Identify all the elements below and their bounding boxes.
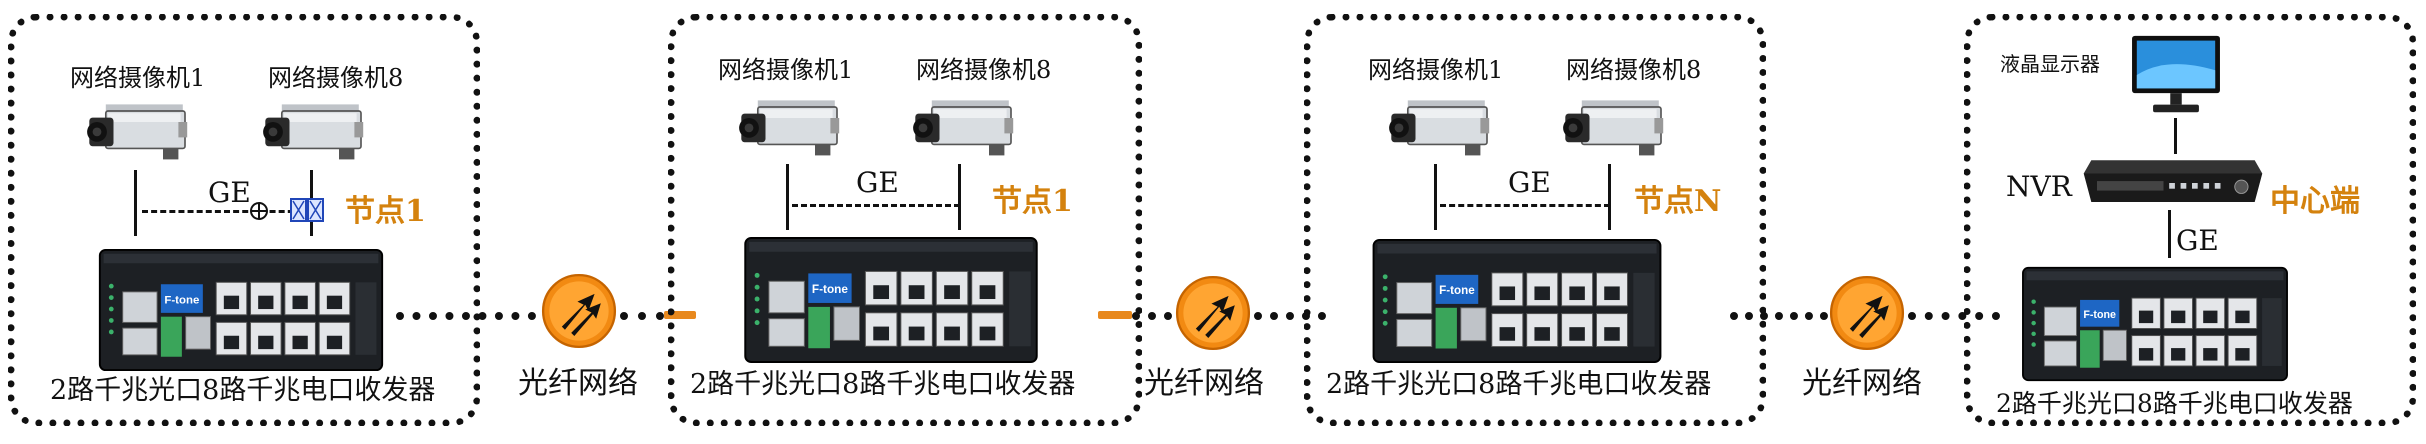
monitor-label: 液晶显示器	[2000, 52, 2100, 76]
port-icon	[290, 198, 324, 222]
device-label: 2路千兆光口8路千兆电口收发器	[1996, 389, 2353, 418]
network-label: 光纤网络	[518, 366, 638, 401]
node-tag: 节点N	[1634, 184, 1722, 219]
fiber-network-icon	[1828, 274, 1906, 352]
ge-label: GE	[208, 176, 251, 209]
fiber-switch-icon	[1364, 238, 1670, 364]
monitor-cable	[2174, 118, 2177, 154]
fiber-link	[620, 312, 664, 320]
fiber-link	[1908, 312, 2000, 320]
fiber-network-icon	[540, 272, 618, 350]
nvr-cable	[2168, 210, 2171, 258]
camera-8-label: 网络摄像机8	[268, 64, 404, 92]
network-label: 光纤网络	[1144, 366, 1264, 401]
monitor-icon	[2128, 32, 2224, 118]
camera-8-label: 网络摄像机8	[1566, 56, 1702, 84]
fiber-switch-icon	[88, 248, 394, 372]
device-label: 2路千兆光口8路千兆电口收发器	[50, 375, 436, 406]
camera-icon	[912, 96, 1022, 162]
camera-icon	[738, 96, 848, 162]
camera-1-label: 网络摄像机1	[70, 64, 206, 92]
node-1-frame	[8, 14, 480, 426]
camera-1-cable	[134, 170, 137, 236]
camera-1-label: 网络摄像机1	[718, 56, 854, 84]
node-n-frame	[1304, 14, 1766, 426]
camera-icon	[1562, 96, 1672, 162]
camera-icon	[262, 100, 372, 166]
ge-link	[1440, 204, 1610, 207]
ge-label: GE	[1508, 166, 1551, 199]
ge-label: GE	[856, 166, 899, 199]
fiber-link	[1132, 312, 1172, 320]
fiber-switch-icon	[736, 236, 1046, 364]
connector-icon	[250, 202, 268, 220]
device-label: 2路千兆光口8路千兆电口收发器	[1326, 369, 1712, 400]
nvr-label: NVR	[2006, 170, 2072, 203]
ge-label: GE	[2176, 224, 2219, 257]
camera-8-cable	[958, 164, 961, 230]
network-label: 光纤网络	[1802, 366, 1922, 401]
fiber-link	[1254, 312, 1326, 320]
camera-8-cable	[1608, 164, 1611, 230]
center-tag: 中心端	[2270, 184, 2360, 219]
fiber-link	[396, 312, 536, 320]
camera-icon	[86, 100, 196, 166]
center-frame	[1964, 14, 2416, 426]
camera-1-cable	[786, 164, 789, 230]
fiber-link	[1730, 312, 1828, 320]
fiber-switch-icon	[2002, 266, 2308, 382]
node-tag: 节点1	[345, 194, 426, 229]
fiber-link-end	[664, 311, 696, 319]
fiber-network-icon	[1174, 274, 1252, 352]
fiber-link-start	[1098, 311, 1132, 319]
node-2-frame	[668, 14, 1142, 426]
camera-1-label: 网络摄像机1	[1368, 56, 1504, 84]
node-tag: 节点1	[992, 184, 1073, 219]
camera-icon	[1388, 96, 1498, 162]
camera-1-cable	[1434, 164, 1437, 230]
camera-8-label: 网络摄像机8	[916, 56, 1052, 84]
nvr-icon	[2078, 154, 2268, 212]
device-label: 2路千兆光口8路千兆电口收发器	[690, 369, 1076, 400]
ge-link	[142, 210, 312, 213]
ge-link	[792, 204, 960, 207]
